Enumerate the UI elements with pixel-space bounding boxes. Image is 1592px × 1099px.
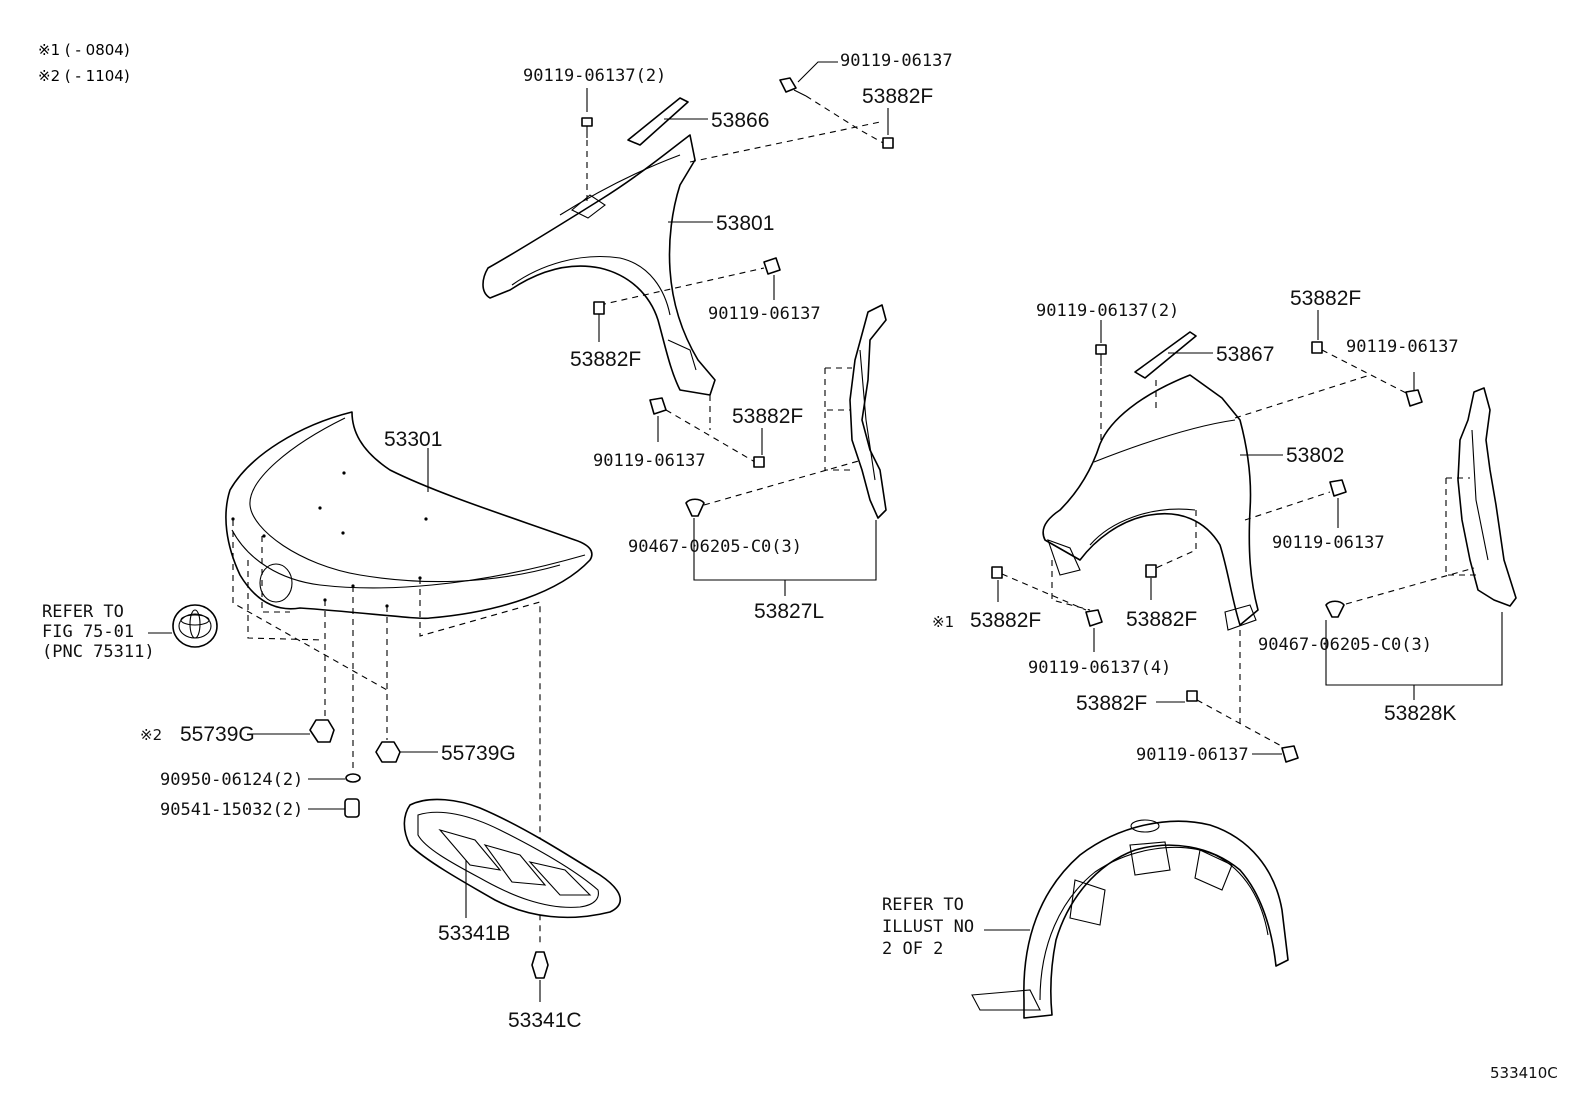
label-f-right-left: 53882F xyxy=(970,609,1041,632)
label-53802: 53802 xyxy=(1286,444,1344,467)
label-f-mid: 53882F xyxy=(732,405,803,428)
clip-53341C xyxy=(531,951,549,979)
nut-53882F-right-left xyxy=(991,566,1003,579)
seal-53827L xyxy=(849,304,887,519)
bolt-icon xyxy=(1329,479,1347,497)
insulator-53341B xyxy=(403,798,621,919)
label-bolt-right-2: 90119-06137(2) xyxy=(1036,301,1179,321)
refer-fig-line1: REFER TO xyxy=(42,602,124,622)
bolt-icon xyxy=(763,257,781,275)
fender-53802 xyxy=(1042,374,1259,631)
note-2: ※2 ( - 1104) xyxy=(38,67,130,85)
refer-illust-line1: REFER TO xyxy=(882,895,964,915)
label-f-left-lower: 53882F xyxy=(570,348,641,371)
label-bolt-right-4: 90119-06137(4) xyxy=(1028,658,1171,678)
mark-2: ※2 xyxy=(140,726,162,744)
seal-53866 xyxy=(627,97,689,146)
label-53827L: 53827L xyxy=(754,600,824,623)
refer-fig-line3: (PNC 75311) xyxy=(42,642,155,662)
label-bolt-lower-left: 90119-06137 xyxy=(593,451,706,471)
note-1: ※1 ( - 0804) xyxy=(38,41,130,59)
label-55739G-b: 55739G xyxy=(441,742,516,765)
bolt-icon xyxy=(1085,609,1103,627)
label-f-right-top: 53882F xyxy=(1290,287,1361,310)
cushion-90541 xyxy=(344,798,360,818)
ring-90950 xyxy=(345,773,361,783)
label-bolt-right-mid: 90119-06137 xyxy=(1272,533,1385,553)
label-55739G-a: 55739G xyxy=(180,723,255,746)
mark-1: ※1 xyxy=(932,613,954,631)
label-53866: 53866 xyxy=(711,109,769,132)
label-90950: 90950-06124(2) xyxy=(160,770,303,790)
refer-illust-line3: 2 OF 2 xyxy=(882,939,943,959)
refer-illust-line2: ILLUST NO xyxy=(882,917,974,937)
bolt-icon xyxy=(649,397,667,415)
nut-53882F-left xyxy=(593,301,605,315)
clip-icon xyxy=(685,498,705,517)
label-53301: 53301 xyxy=(384,428,442,451)
label-53867: 53867 xyxy=(1216,343,1274,366)
label-clip-left: 90467-06205-C0(3) xyxy=(628,537,802,557)
bumper-55739G-b xyxy=(375,741,401,763)
label-bolt-top-2: 90119-06137(2) xyxy=(523,66,666,86)
nut-53882F-right-center xyxy=(1145,564,1157,578)
hood-53301 xyxy=(225,411,593,620)
label-f-right-bottom: 53882F xyxy=(1076,692,1147,715)
bolt-icon xyxy=(581,117,593,138)
label-clip-right: 90467-06205-C0(3) xyxy=(1258,635,1432,655)
nut-53882F-top xyxy=(882,137,894,149)
figure-id: 533410C xyxy=(1490,1064,1558,1082)
refer-fig-line2: FIG 75-01 xyxy=(42,622,134,642)
bumper-55739G-a xyxy=(309,719,335,743)
label-bolt-mid: 90119-06137 xyxy=(708,304,821,324)
label-bolt-right-top: 90119-06137 xyxy=(1346,337,1459,357)
fender-53801 xyxy=(482,134,716,396)
nut-53882F-right-bottom xyxy=(1186,690,1198,702)
bolt-icon xyxy=(1095,344,1107,366)
nut-53882F-right-top xyxy=(1311,341,1323,354)
emblem-icon xyxy=(172,604,218,648)
label-f-top-right: 53882F xyxy=(862,85,933,108)
label-53801: 53801 xyxy=(716,212,774,235)
label-90541: 90541-15032(2) xyxy=(160,800,303,820)
label-f-right-center: 53882F xyxy=(1126,608,1197,631)
clip-icon xyxy=(1325,600,1345,618)
nut-53882F-mid xyxy=(753,456,765,468)
bolt-icon xyxy=(1281,745,1299,763)
label-53341C: 53341C xyxy=(508,1009,582,1032)
label-53828K: 53828K xyxy=(1384,702,1456,725)
seal-53867 xyxy=(1134,331,1197,379)
label-bolt-right-bottom: 90119-06137 xyxy=(1136,745,1249,765)
bolt-icon xyxy=(1405,389,1423,407)
seal-53828K xyxy=(1457,387,1517,607)
bolt-icon xyxy=(779,77,807,97)
fender-liner xyxy=(971,819,1289,1019)
label-bolt-top-single: 90119-06137 xyxy=(840,51,953,71)
label-53341B: 53341B xyxy=(438,922,510,945)
